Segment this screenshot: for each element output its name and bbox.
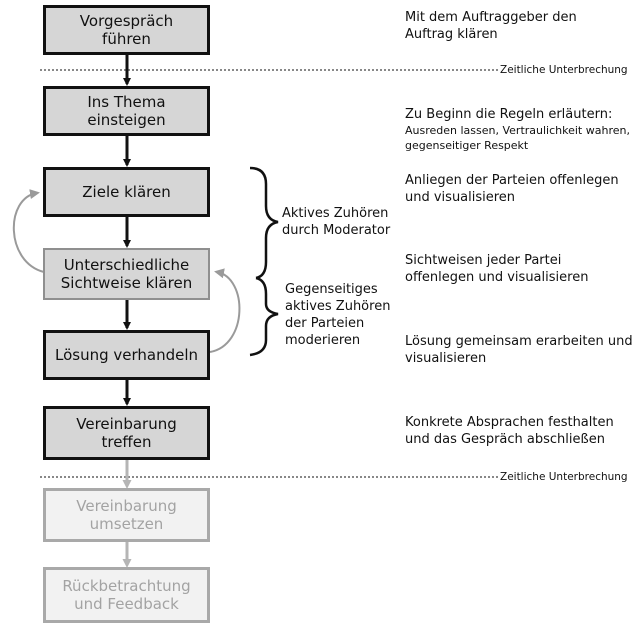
step-loesung-verhandeln: Lösung verhandeln xyxy=(43,330,210,380)
step-label: Rückbetrachtung und Feedback xyxy=(62,577,191,613)
bracket-label-upper: Aktives Zuhören durch Moderator xyxy=(282,206,391,238)
note-ziele: Anliegen der Parteien offenlegen und vis… xyxy=(405,173,619,205)
note-ins-thema: Zu Beginn die Regeln erläutern: Ausreden… xyxy=(405,89,630,170)
time-break-label: Zeitliche Unterbrechung xyxy=(500,64,628,76)
step-label: Vorgespräch führen xyxy=(79,12,174,48)
curly-bracket-upper xyxy=(249,166,279,280)
note-vereinbarung: Konkrete Absprachen festhalten und das G… xyxy=(405,415,614,447)
note-loesung: Lösung gemeinsam erarbeiten und visualis… xyxy=(405,334,633,366)
feedback-loop-arrow xyxy=(12,189,45,273)
step-label: Vereinbarung umsetzen xyxy=(76,497,177,533)
time-break-label: Zeitliche Unterbrechung xyxy=(500,471,628,483)
note-sichtweise: Sichtweisen jeder Partei offenlegen und … xyxy=(405,253,589,285)
step-ziele-klaeren: Ziele klären xyxy=(43,167,210,217)
step-label: Vereinbarung treffen xyxy=(76,415,177,451)
bracket-label-lower: Gegenseitiges aktives Zuhören der Partei… xyxy=(285,282,391,348)
step-label: Lösung verhandeln xyxy=(54,346,199,364)
curly-bracket-lower xyxy=(249,276,279,357)
step-ins-thema: Ins Thema einsteigen xyxy=(43,86,210,136)
step-vereinbarung-treffen: Vereinbarung treffen xyxy=(43,406,210,460)
step-vorgespraech: Vorgespräch führen xyxy=(43,5,210,55)
note-vorgespraech: Mit dem Auftraggeber den Auftrag klären xyxy=(405,10,577,42)
feedback-loop-arrow xyxy=(209,268,241,353)
step-sichtweise-klaeren: Unterschiedliche Sichtweise klären xyxy=(43,248,210,300)
note-main-text: Zu Beginn die Regeln erläutern: xyxy=(405,107,613,122)
step-label: Ziele klären xyxy=(82,183,171,201)
note-sub-text: Ausreden lassen, Vertraulichkeit wahren,… xyxy=(405,124,630,152)
step-label: Unterschiedliche Sichtweise klären xyxy=(60,256,193,292)
step-vereinbarung-umsetzen: Vereinbarung umsetzen xyxy=(43,488,210,542)
step-label: Ins Thema einsteigen xyxy=(87,93,166,129)
step-rueckbetrachtung: Rückbetrachtung und Feedback xyxy=(43,567,210,623)
